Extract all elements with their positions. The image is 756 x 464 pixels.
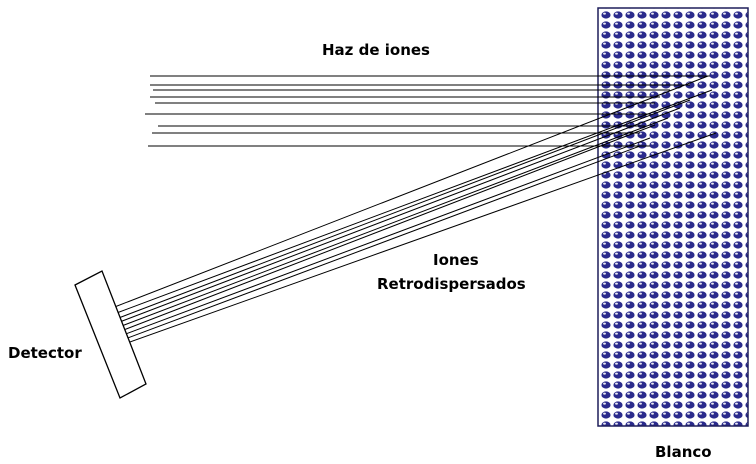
backscatter-label-line1: Iones [433,251,479,269]
incident-ion-beam [145,75,710,147]
beam-label: Haz de iones [322,41,430,59]
target-label: Blanco [655,443,712,461]
backscattered-ray [122,137,651,336]
backscattered-ray [115,99,691,320]
backscattered-ray [113,89,713,315]
backscattered-ray [118,117,669,328]
detector-label: Detector [8,344,82,362]
backscattered-ray [116,107,681,324]
backscatter-label-line2: Retrodispersados [377,275,526,293]
backscattered-ray [120,124,656,332]
backscattered-ray [124,145,641,340]
backscattered-ray [111,75,709,309]
detector-plate [74,270,147,399]
backscattered-ions [111,75,717,344]
target-block [597,7,749,427]
backscattered-ray [126,132,717,344]
